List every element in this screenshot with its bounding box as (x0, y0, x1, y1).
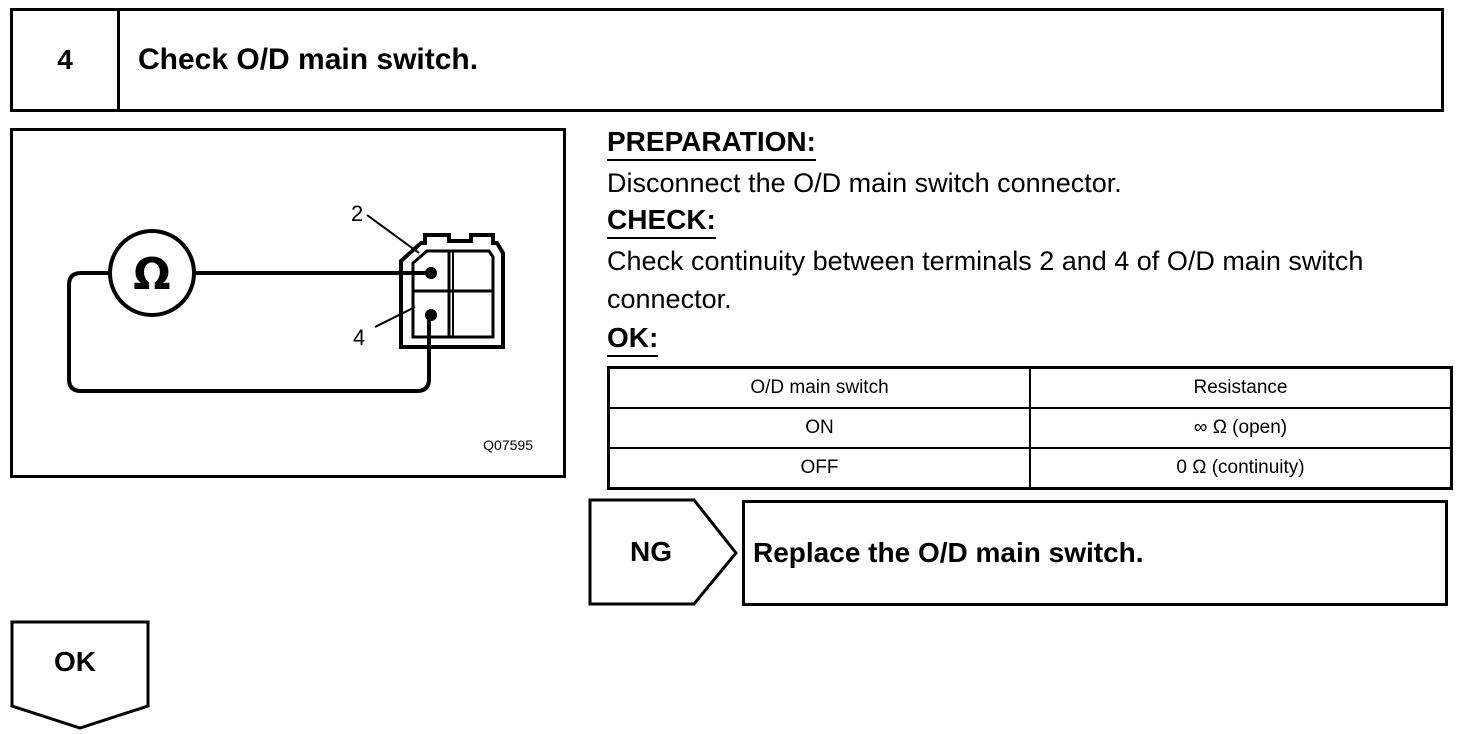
terminal-label-4: 4 (353, 325, 365, 350)
ng-arrow-box (588, 498, 738, 606)
check-text-line2: connector. (607, 284, 732, 314)
table-cell: OFF (607, 447, 1031, 490)
column-header: Resistance (1029, 366, 1453, 409)
step-title: Check O/D main switch. (138, 43, 479, 76)
leader-2 (366, 214, 420, 254)
ok-arrow-box (10, 620, 150, 730)
preparation-text: Disconnect the O/D main switch connector… (607, 168, 1122, 198)
terminal-2-dot (425, 267, 437, 279)
table-cell: ON (607, 407, 1031, 449)
figure-code: Q07595 (483, 437, 533, 453)
table-cell: ∞ Ω (open) (1029, 407, 1453, 449)
terminal-4-dot (425, 309, 437, 321)
ng-label: NG (630, 536, 672, 567)
wiring-figure: Ω 2 4 Q07595 (10, 128, 566, 478)
preparation-heading: PREPARATION: (607, 126, 816, 161)
leader-4 (374, 306, 416, 328)
check-text-line1: Check continuity between terminals 2 and… (607, 246, 1364, 276)
terminal-label-2: 2 (351, 201, 363, 226)
check-heading: CHECK: (607, 204, 716, 239)
ng-result-text: Replace the O/D main switch. (753, 537, 1144, 568)
ng-result-box: Replace the O/D main switch. (742, 500, 1448, 606)
step-header: 4 Check O/D main switch. (10, 8, 1444, 112)
ok-branch-label: OK (54, 646, 96, 677)
table-row: OFF 0 Ω (continuity) (607, 447, 1453, 490)
lead-wire-terminal-4 (67, 271, 431, 393)
table-cell: 0 Ω (continuity) (1029, 447, 1453, 490)
ohm-symbol: Ω (133, 249, 170, 300)
connector-housing (399, 233, 505, 349)
ok-heading: OK: (607, 322, 659, 357)
ohmmeter-diagram: Ω 2 4 (67, 201, 505, 393)
step-number: 4 (13, 11, 120, 109)
table-row: ON ∞ Ω (open) (607, 407, 1453, 449)
table-header-row: O/D main switch Resistance (607, 366, 1453, 409)
connector-inner (411, 249, 495, 339)
column-header: O/D main switch (607, 366, 1031, 409)
spec-table: O/D main switch Resistance ON ∞ Ω (open)… (607, 366, 1453, 490)
